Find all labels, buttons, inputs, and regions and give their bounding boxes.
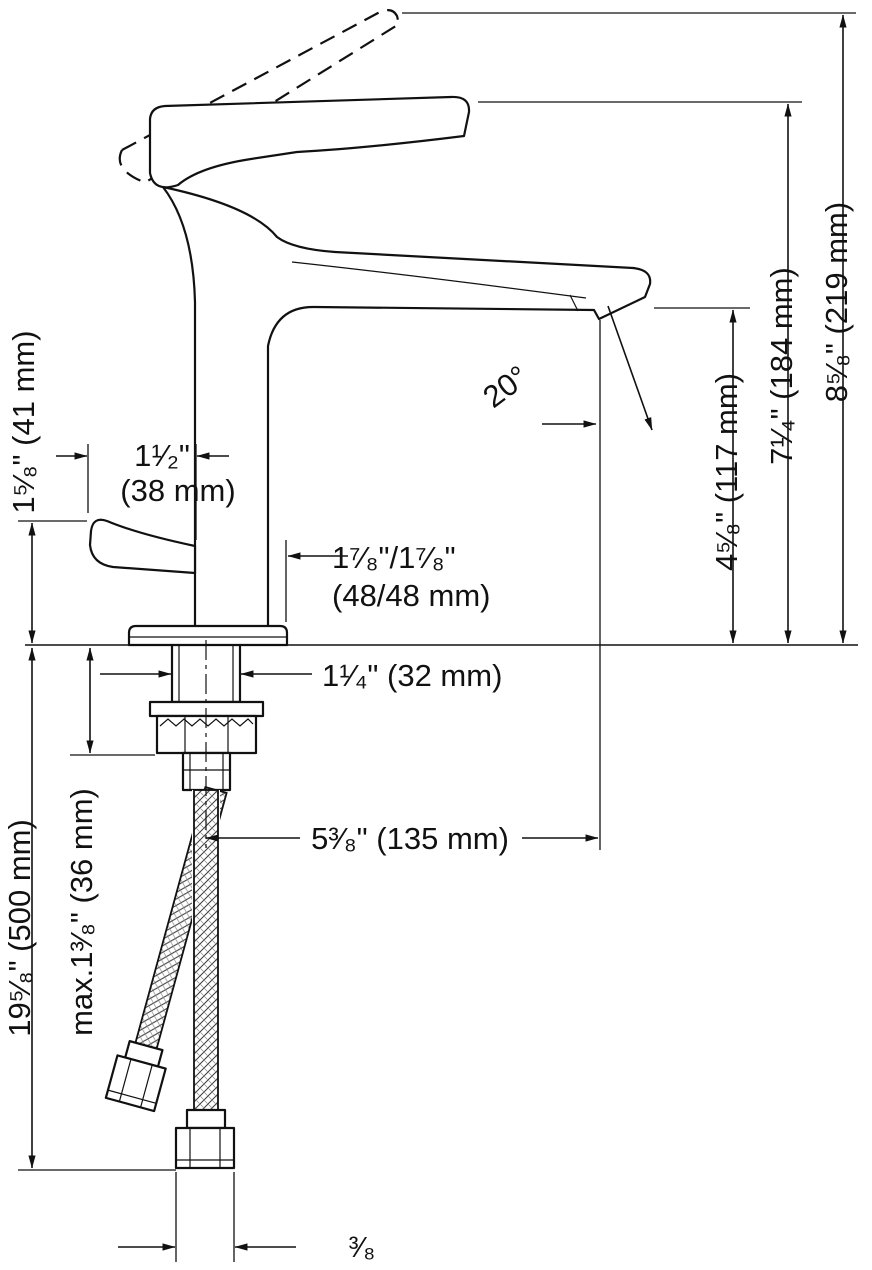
dim-label-hose-length: 19⁵⁄₈" (500 mm) <box>2 819 37 1037</box>
escutcheon-base <box>127 624 289 647</box>
dim-label-offset-mm: (48/48 mm) <box>332 578 490 613</box>
dim-hole-diameter: 1¹⁄₄" (32 mm) <box>100 658 502 693</box>
dim-offset: 1⁷⁄₈"/1⁷⁄₈" (48/48 mm) <box>285 540 490 622</box>
faucet-body-outline <box>161 185 652 631</box>
hose-collar <box>185 1108 227 1130</box>
dim-outlet-height: 4⁵⁄₈" (117 mm) <box>654 307 750 644</box>
dim-lever-reach: 1¹⁄₂" (38 mm) <box>56 438 236 540</box>
dim-label-mounting-thickness: max.1³⁄₈" (36 mm) <box>64 788 99 1036</box>
dim-label-connection-size: ³⁄₈ <box>349 1232 376 1264</box>
dim-label-lever-reach-in: 1¹⁄₂" <box>134 438 190 473</box>
dim-label-offset-in: 1⁷⁄₈"/1⁷⁄₈" <box>332 540 456 575</box>
stream-angle-line <box>607 305 653 431</box>
spout-inner-contour <box>291 261 587 299</box>
dim-body-height: 7¹⁄₄" (184 mm) <box>478 101 802 644</box>
dim-hose-length: 19⁵⁄₈" (500 mm) <box>2 647 176 1171</box>
dim-label-body-height: 7¹⁄₄" (184 mm) <box>764 267 799 465</box>
handle-raised-dashed-outline <box>118 9 401 185</box>
dim-label-spray-angle: 20° <box>476 359 535 415</box>
dim-mounting-thickness: max.1³⁄₈" (36 mm) <box>64 647 155 1036</box>
dim-label-outlet-height: 4⁵⁄₈" (117 mm) <box>709 373 744 571</box>
dim-label-lever-reach-mm: (38 mm) <box>120 473 235 508</box>
aerator-edge <box>569 294 579 312</box>
dim-label-hole-diameter: 1¹⁄₄" (32 mm) <box>322 658 502 693</box>
faucet-handle-outline <box>148 95 471 189</box>
drain-lever-outline <box>88 518 197 575</box>
dim-spout-reach: 5³⁄₈" (135 mm) <box>205 821 599 856</box>
dim-spray-angle: 20° <box>476 359 597 428</box>
faucet-drawing <box>25 9 858 1170</box>
dimensions: 8⁵⁄₈" (219 mm) 7¹⁄₄" (184 mm) 4⁵⁄₈" (117… <box>2 12 856 1264</box>
dim-lever-height: 1⁵⁄₈" (41 mm) <box>6 330 87 644</box>
dim-label-total-height: 8⁵⁄₈" (219 mm) <box>819 202 854 402</box>
dim-label-spout-reach: 5³⁄₈" (135 mm) <box>311 821 509 856</box>
dim-total-height: 8⁵⁄₈" (219 mm) <box>402 12 856 644</box>
dim-connection-size: ³⁄₈ <box>118 1172 375 1264</box>
supply-hose-straight <box>174 789 236 1170</box>
hose-connection-nut <box>174 1126 236 1170</box>
dim-label-lever-height: 1⁵⁄₈" (41 mm) <box>6 330 41 513</box>
